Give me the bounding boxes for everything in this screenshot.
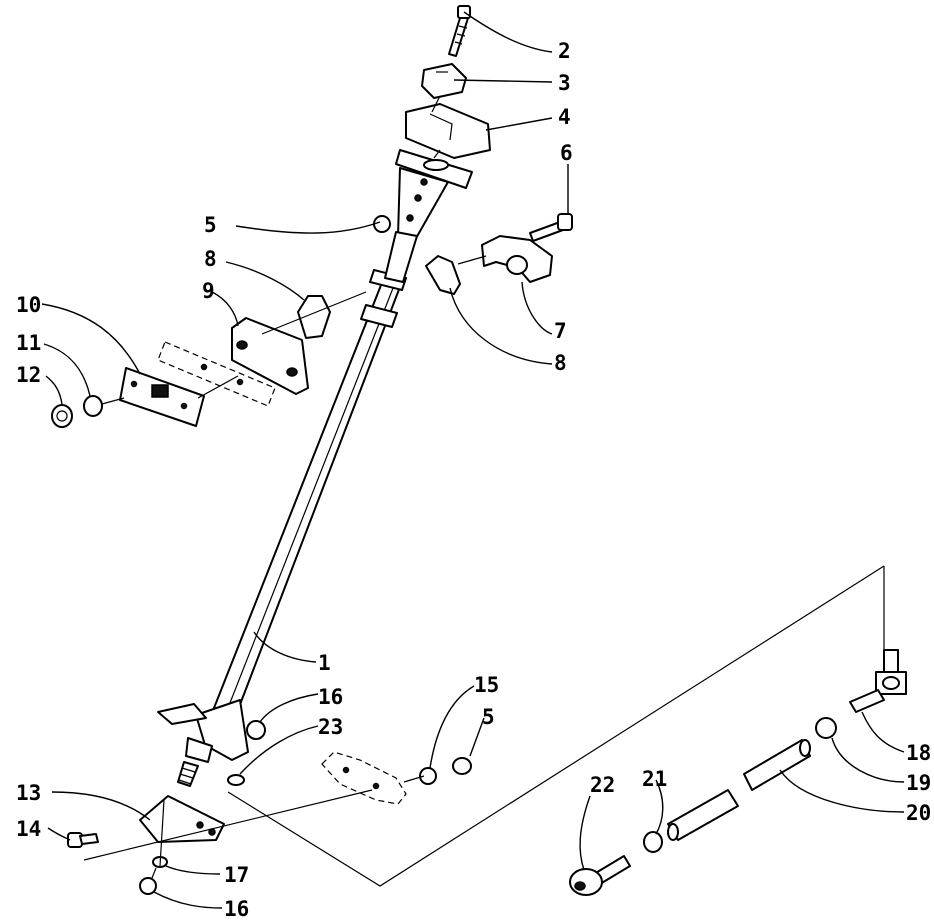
dashed-pitman-plate (321, 751, 407, 805)
callout-8-left: 8 (204, 247, 217, 271)
callout-6: 6 (560, 141, 573, 165)
upper-clamp-block (421, 63, 467, 99)
bolt-14 (67, 832, 99, 848)
callout-19: 19 (906, 771, 931, 795)
washer-11 (83, 395, 103, 417)
tie-rod-end-18 (849, 649, 907, 713)
callout-20: 20 (906, 801, 931, 825)
tie-rod-tube-20 (667, 739, 811, 841)
bushing-bolt (529, 213, 573, 242)
callout-11: 11 (16, 331, 41, 355)
lower-bracket-13 (139, 795, 225, 843)
callout-3: 3 (558, 71, 571, 95)
callout-5-upper: 5 (204, 213, 217, 237)
nut-5-lower (452, 757, 472, 775)
jam-nut-19 (815, 717, 837, 739)
callout-17: 17 (224, 863, 249, 887)
callout-18: 18 (906, 741, 931, 765)
callout-8-right: 8 (554, 351, 567, 375)
bushing-cap (481, 235, 553, 283)
nut-5-upper (373, 215, 391, 233)
jam-nut-21 (643, 831, 663, 853)
assembly-lines (83, 95, 885, 887)
callout-labels: 2 3 4 6 5 8 9 7 8 10 11 12 1 16 23 15 5 … (16, 39, 931, 921)
washer-15 (419, 767, 437, 785)
callout-5-lower: 5 (482, 705, 495, 729)
upper-bolt (448, 5, 471, 57)
callout-9: 9 (202, 279, 215, 303)
callout-16-lower: 16 (224, 897, 249, 921)
clamp-housing (405, 103, 491, 159)
nut-16-upper (246, 720, 266, 740)
callout-7: 7 (554, 319, 567, 343)
callout-15: 15 (474, 673, 499, 697)
callout-13: 13 (16, 781, 41, 805)
dashed-reference-plate (157, 341, 276, 407)
leader-lines (41, 11, 905, 909)
tie-rod-end-22 (569, 855, 631, 896)
callout-23: 23 (318, 715, 343, 739)
steering-post (157, 149, 473, 787)
nut-16-lower (139, 877, 157, 895)
callout-21: 21 (642, 767, 667, 791)
callout-4: 4 (558, 105, 571, 129)
callout-16-upper: 16 (318, 685, 343, 709)
callout-2: 2 (558, 39, 571, 63)
lower-clamp-block (231, 317, 309, 395)
callout-1: 1 (318, 651, 331, 675)
nut-12 (51, 404, 73, 428)
bushing-half-left (297, 295, 331, 339)
bushing-half-right (425, 255, 461, 295)
washer-23 (227, 774, 245, 786)
mounting-plate (119, 367, 205, 427)
callout-12: 12 (16, 363, 41, 387)
callout-10: 10 (16, 293, 41, 317)
callout-14: 14 (16, 817, 41, 841)
callout-22: 22 (590, 773, 615, 797)
